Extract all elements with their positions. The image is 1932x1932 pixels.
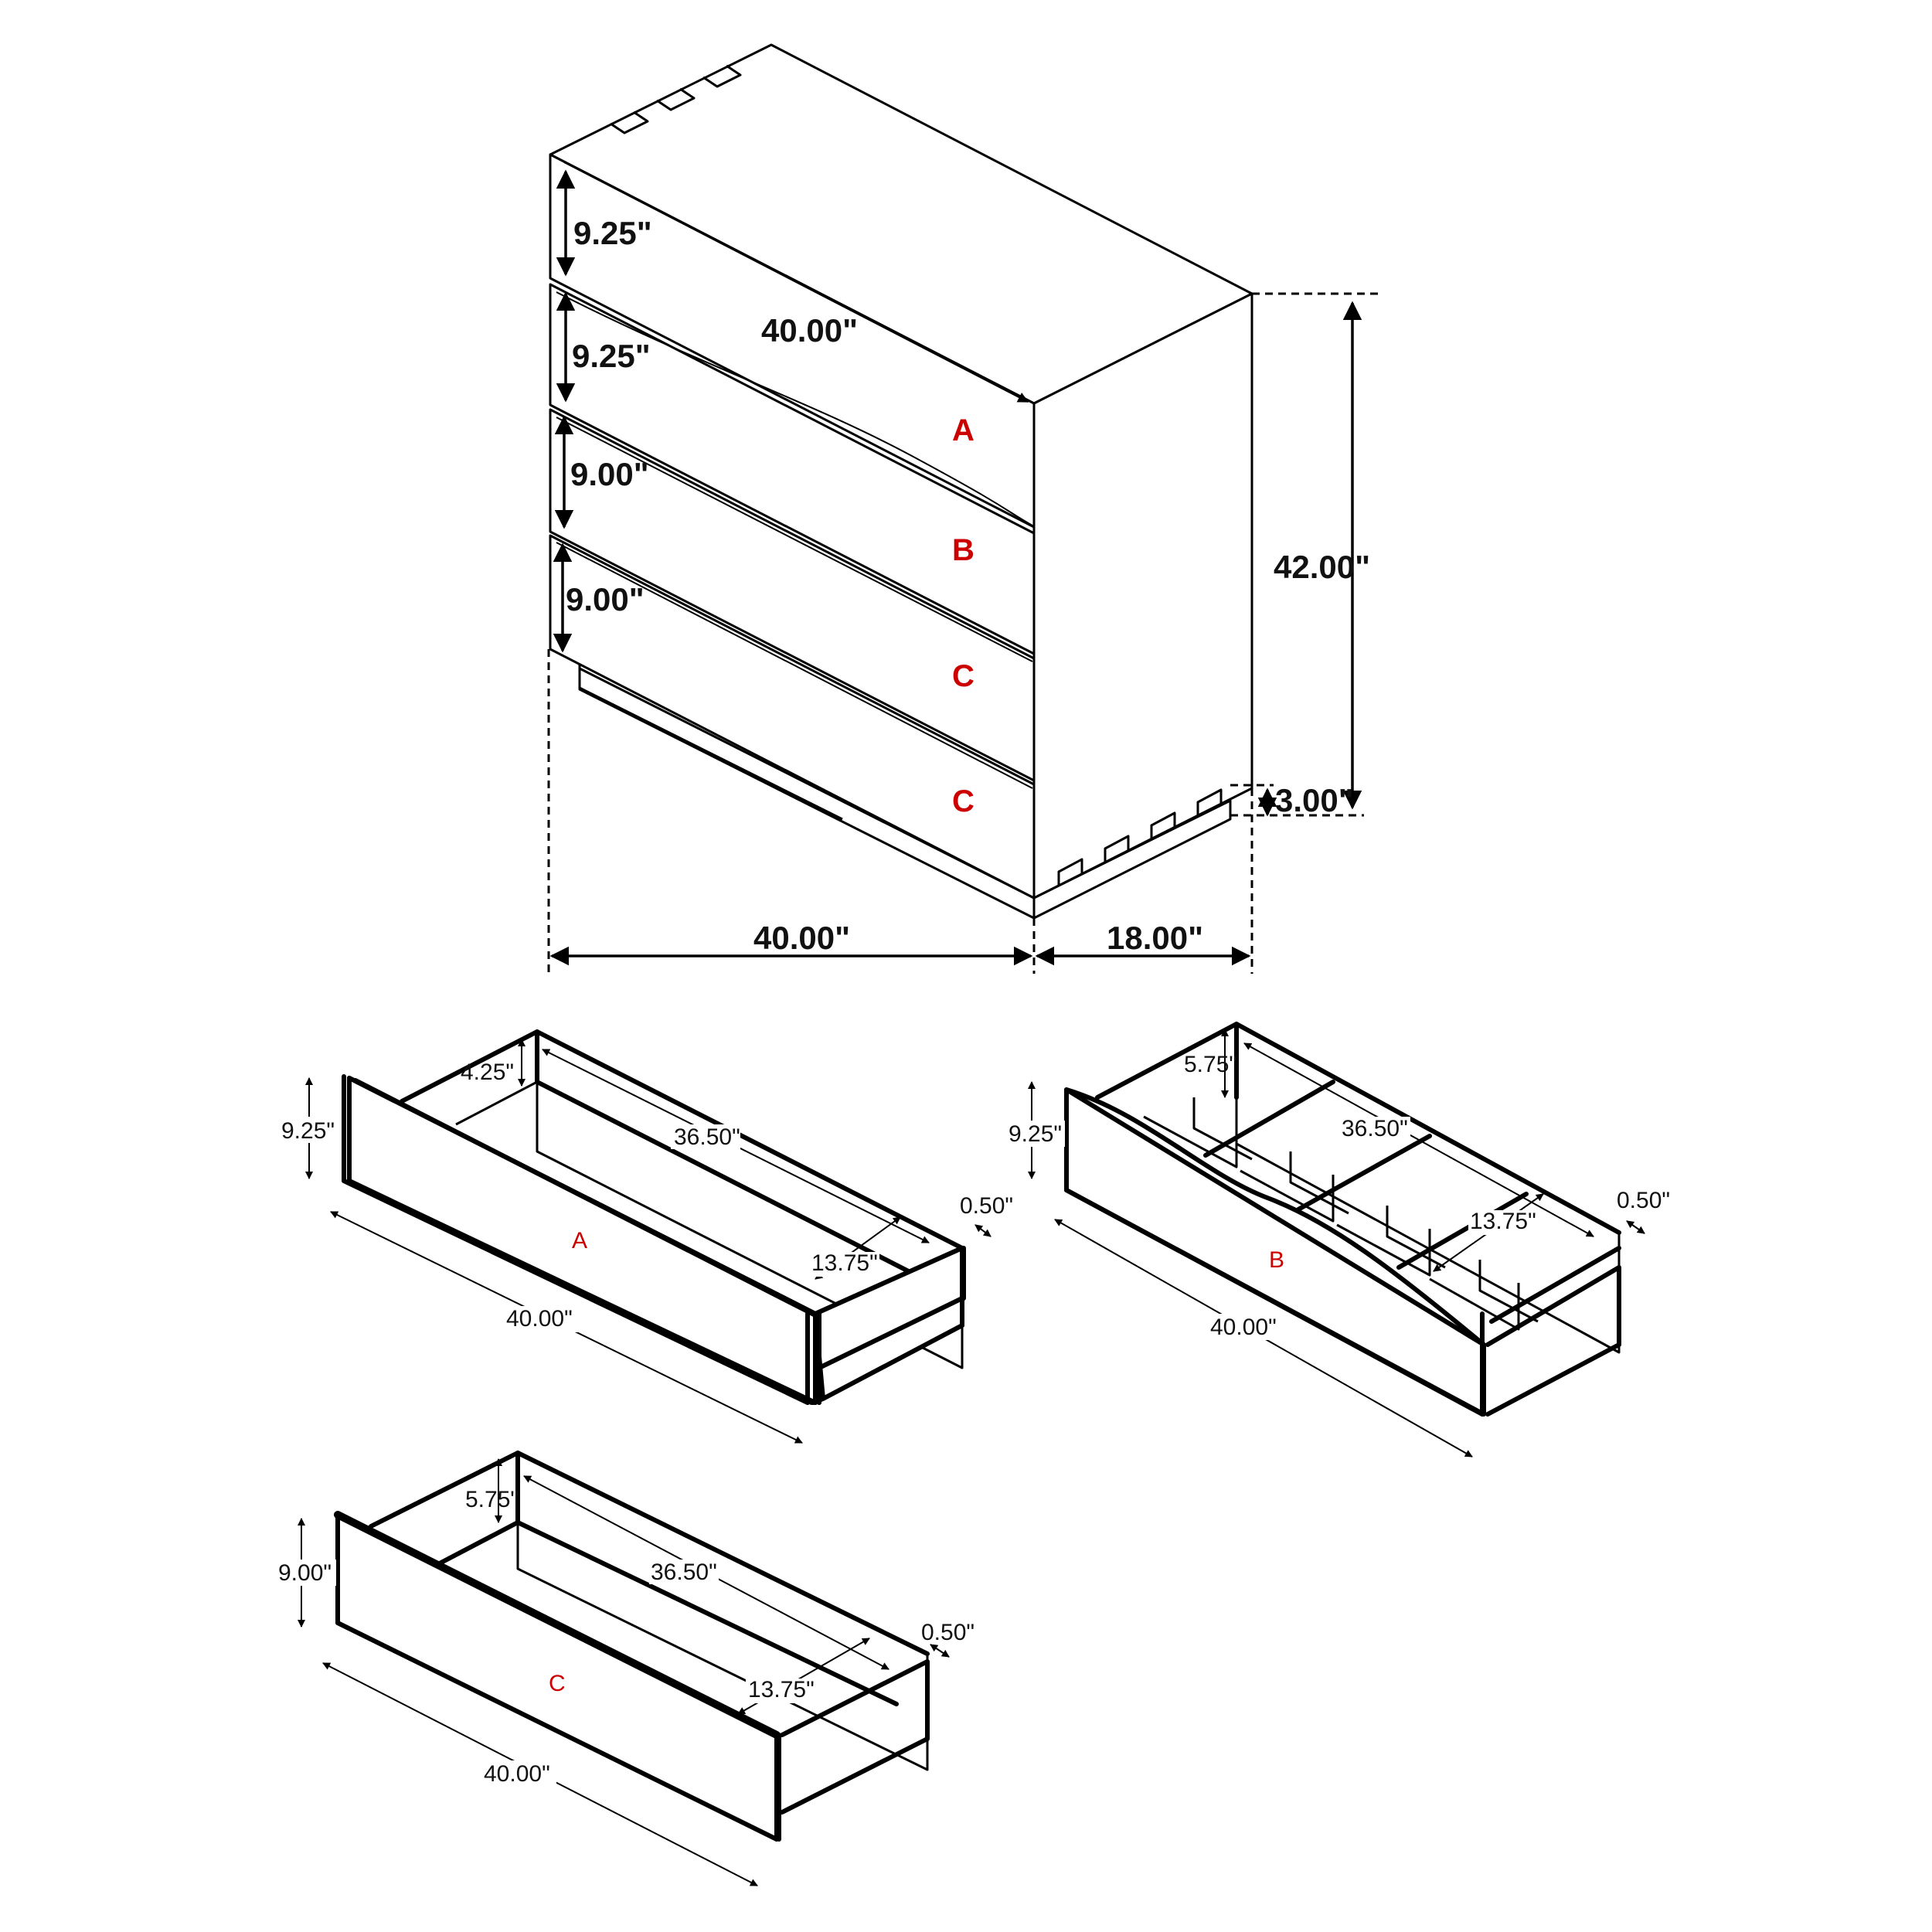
drawer-c-inner-width: 13.75" — [748, 1677, 815, 1702]
drawer-front-2-a — [549, 283, 1036, 655]
dim-top-width: 40.00" — [761, 312, 858, 349]
drawer-front-3-b — [549, 408, 1036, 782]
drawer-c-detail: C 9.00" 5.75" 36.50" 13.75" 0.50" 40.00" — [274, 1451, 975, 1886]
drawer-a-front-height: 9.25" — [281, 1118, 335, 1144]
wavy-edge-a — [556, 291, 1033, 526]
edge-c — [556, 542, 1033, 789]
chest-isometric-view: A B C C 9.25" 9.25" 9.00" 9.00" 40.00" 4… — [547, 43, 1383, 974]
toe-kick — [578, 665, 843, 821]
drawer-b-inner-depth: 5.75" — [1184, 1052, 1237, 1077]
dim-height-1: 9.25" — [573, 215, 652, 251]
dim-height-3: 9.00" — [570, 456, 649, 492]
dim-depth: 18.00" — [1107, 920, 1203, 956]
drawer-b-label: B — [1269, 1247, 1284, 1273]
drawer-a-label: A — [572, 1228, 587, 1253]
edge-b — [556, 417, 1033, 662]
drawer-c-inner-length: 36.50" — [651, 1560, 717, 1585]
dim-height-4: 9.00" — [566, 581, 645, 617]
dim-height-2: 9.25" — [572, 338, 651, 374]
drawer-label-c2: C — [952, 784, 975, 818]
drawer-label-b: B — [952, 533, 975, 567]
drawer-c-label: C — [549, 1671, 566, 1696]
base-joinery-notches — [1057, 788, 1223, 885]
drawer-b-inner-length: 36.50" — [1342, 1116, 1408, 1141]
dim-arrow-top-width — [563, 162, 1029, 403]
drawer-b-front-width: 40.00" — [1210, 1315, 1277, 1340]
drawer-c-front-height: 9.00" — [278, 1560, 332, 1586]
drawer-a-detail: A 9.25" 4.25" 36.50" 13.75" 0.50" 40.00" — [280, 1029, 1013, 1444]
drawer-b-thickness: 0.50" — [1617, 1188, 1670, 1213]
drawer-label-c1: C — [952, 659, 975, 693]
dim-base-height: 3.00" — [1275, 782, 1354, 818]
drawer-c-inner-depth: 5.75" — [465, 1487, 519, 1512]
drawer-c-thickness: 0.50" — [921, 1620, 975, 1645]
drawer-c-front-width: 40.00" — [484, 1761, 550, 1787]
dim-overall-height: 42.00" — [1274, 549, 1370, 585]
dim-front-width: 40.00" — [753, 920, 850, 956]
drawer-a-inner-width: 13.75" — [811, 1250, 878, 1276]
drawer-a-front-width: 40.00" — [506, 1306, 573, 1332]
drawer-b-detail: B 9.25" 5.75" 36.50" 13.75" 0.50" 40.00" — [1005, 1022, 1670, 1458]
drawer-b-front-height: 9.25" — [1009, 1121, 1062, 1147]
drawer-a-inner-depth: 4.25" — [461, 1060, 514, 1085]
drawer-front-4-c — [549, 534, 1036, 900]
drawer-a-inner-length: 36.50" — [674, 1124, 740, 1150]
drawer-front-1 — [549, 153, 1036, 529]
drawer-label-a: A — [952, 413, 975, 447]
drawer-b-inner-width: 13.75" — [1470, 1209, 1536, 1234]
drawer-a-thickness: 0.50" — [960, 1193, 1013, 1219]
